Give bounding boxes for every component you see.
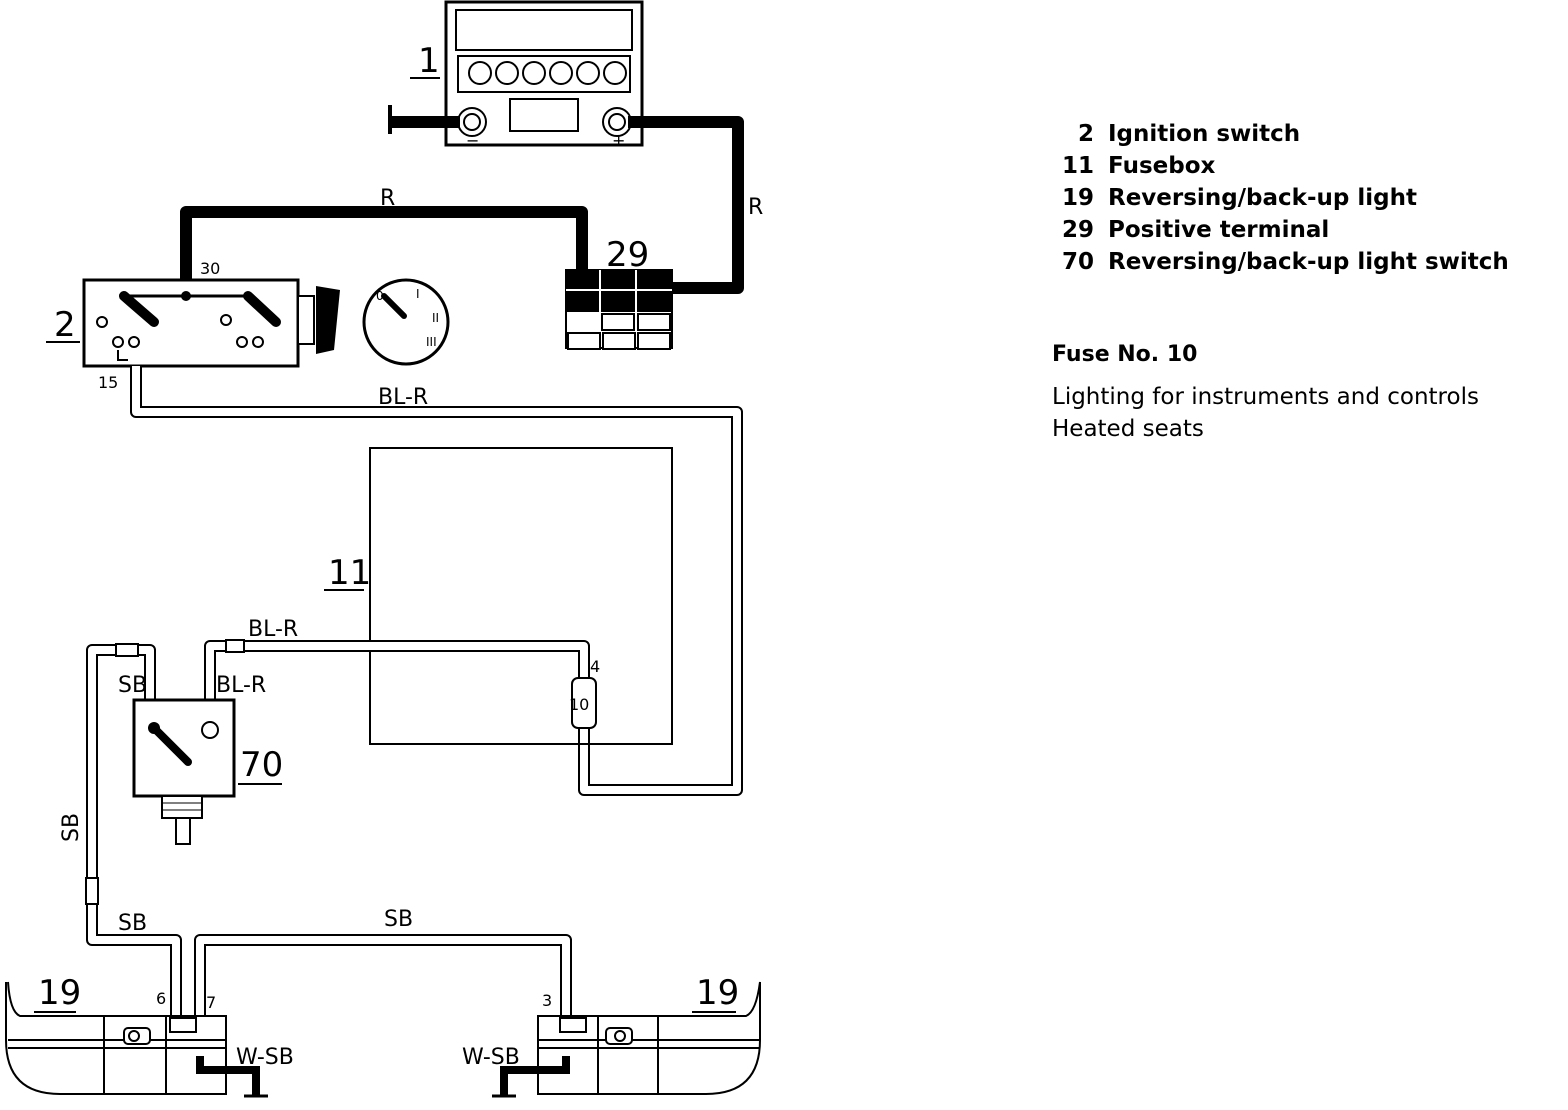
fusebox: 11 xyxy=(324,447,673,745)
wire-sb-left-to-right-light: SB xyxy=(194,907,572,1018)
legend-item: 70 Reversing/back-up light switch xyxy=(1052,246,1552,278)
wire-label-w-sb-left: W-SB xyxy=(236,1045,294,1070)
fusebox-number: 11 xyxy=(328,553,371,593)
wire-label-r-top: R xyxy=(380,186,395,211)
wire-sb-switch-to-lights: SB SB SB xyxy=(59,643,182,1018)
light-right-terminal-3: 3 xyxy=(542,991,552,1010)
legend-item: 2 Ignition switch xyxy=(1052,118,1552,150)
legend-item-label: Fusebox xyxy=(1108,153,1216,179)
wire-label-bl-r-switch: BL-R xyxy=(216,673,266,698)
legend-item-number: 11 xyxy=(1061,153,1094,179)
battery-number: 1 xyxy=(418,41,440,81)
fuse-number: 10 xyxy=(569,695,589,714)
positive-terminal-number: 29 xyxy=(606,235,649,275)
svg-text:III: III xyxy=(426,335,437,349)
legend-item-label: Positive terminal xyxy=(1108,217,1330,243)
legend-item: 11 Fusebox xyxy=(1052,150,1552,182)
legend-item-number: 19 xyxy=(1061,185,1094,211)
light-left-terminal-6: 6 xyxy=(156,989,166,1008)
battery: − + 1 xyxy=(410,0,644,150)
legend-item: 19 Reversing/back-up light xyxy=(1052,182,1552,214)
fuse-description: Lighting for instruments and controls He… xyxy=(1052,381,1552,445)
wire-label-sb-switch: SB xyxy=(118,673,147,698)
wire-r-29-to-ignition: R xyxy=(180,186,588,296)
fuse-title: Fuse No. 10 xyxy=(1052,342,1198,367)
wire-r-battery-to-29: R xyxy=(628,116,763,294)
ignition-switch-number: 2 xyxy=(54,305,76,345)
legend-item-label: Ignition switch xyxy=(1108,121,1301,147)
wire-label-w-sb-right: W-SB xyxy=(462,1045,520,1070)
reversing-light-left: 19 6 7 W-SB xyxy=(5,973,294,1098)
ignition-terminal-30: 30 xyxy=(200,259,220,278)
backup-switch-number: 70 xyxy=(240,745,283,785)
legend: 2 Ignition switch 11 Fusebox 19 Reversin… xyxy=(1052,118,1552,445)
wire-label-r-right: R xyxy=(748,195,763,220)
reversing-light-right: 19 3 W-SB xyxy=(462,973,761,1098)
wire-label-bl-r-fuse: BL-R xyxy=(248,617,298,642)
legend-item-label: Reversing/back-up light xyxy=(1108,185,1417,211)
wire-label-sb-vertical: SB xyxy=(59,813,84,842)
ignition-terminal-15: 15 xyxy=(98,373,118,392)
wire-label-bl-r-long: BL-R xyxy=(378,385,428,410)
battery-plus-label: + xyxy=(612,131,625,150)
ground-wire xyxy=(388,105,460,134)
fuse-line: Lighting for instruments and controls xyxy=(1052,384,1479,410)
legend-item: 29 Positive terminal xyxy=(1052,214,1552,246)
svg-text:I: I xyxy=(416,287,420,301)
wire-label-sb-left: SB xyxy=(118,911,147,936)
wire-bl-r-fuse-to-switch: BL-R BL-R xyxy=(204,617,590,700)
backup-light-switch: 70 xyxy=(132,698,283,845)
light-right-number: 19 xyxy=(696,973,739,1013)
light-left-terminal-7: 7 xyxy=(206,993,216,1012)
battery-minus-label: − xyxy=(466,131,479,150)
fuse-line: Heated seats xyxy=(1052,416,1204,442)
legend-item-label: Reversing/back-up light switch xyxy=(1108,249,1509,275)
wire-bl-r-ignition-to-fuse: BL-R xyxy=(130,366,743,796)
legend-item-number: 70 xyxy=(1061,249,1094,275)
positive-terminal: 29 xyxy=(565,235,673,350)
light-left-number: 19 xyxy=(38,973,81,1013)
svg-text:0: 0 xyxy=(376,289,384,303)
wire-label-sb-bottom: SB xyxy=(384,907,413,932)
fuse-10: 10 4 xyxy=(569,657,600,729)
legend-item-number: 29 xyxy=(1061,217,1094,243)
ignition-key-dial: 0 I II III xyxy=(362,278,450,366)
svg-text:II: II xyxy=(432,311,439,325)
legend-item-number: 2 xyxy=(1077,121,1094,147)
ignition-switch: 30 15 2 xyxy=(46,259,340,392)
fuse-terminal-4: 4 xyxy=(590,657,600,676)
